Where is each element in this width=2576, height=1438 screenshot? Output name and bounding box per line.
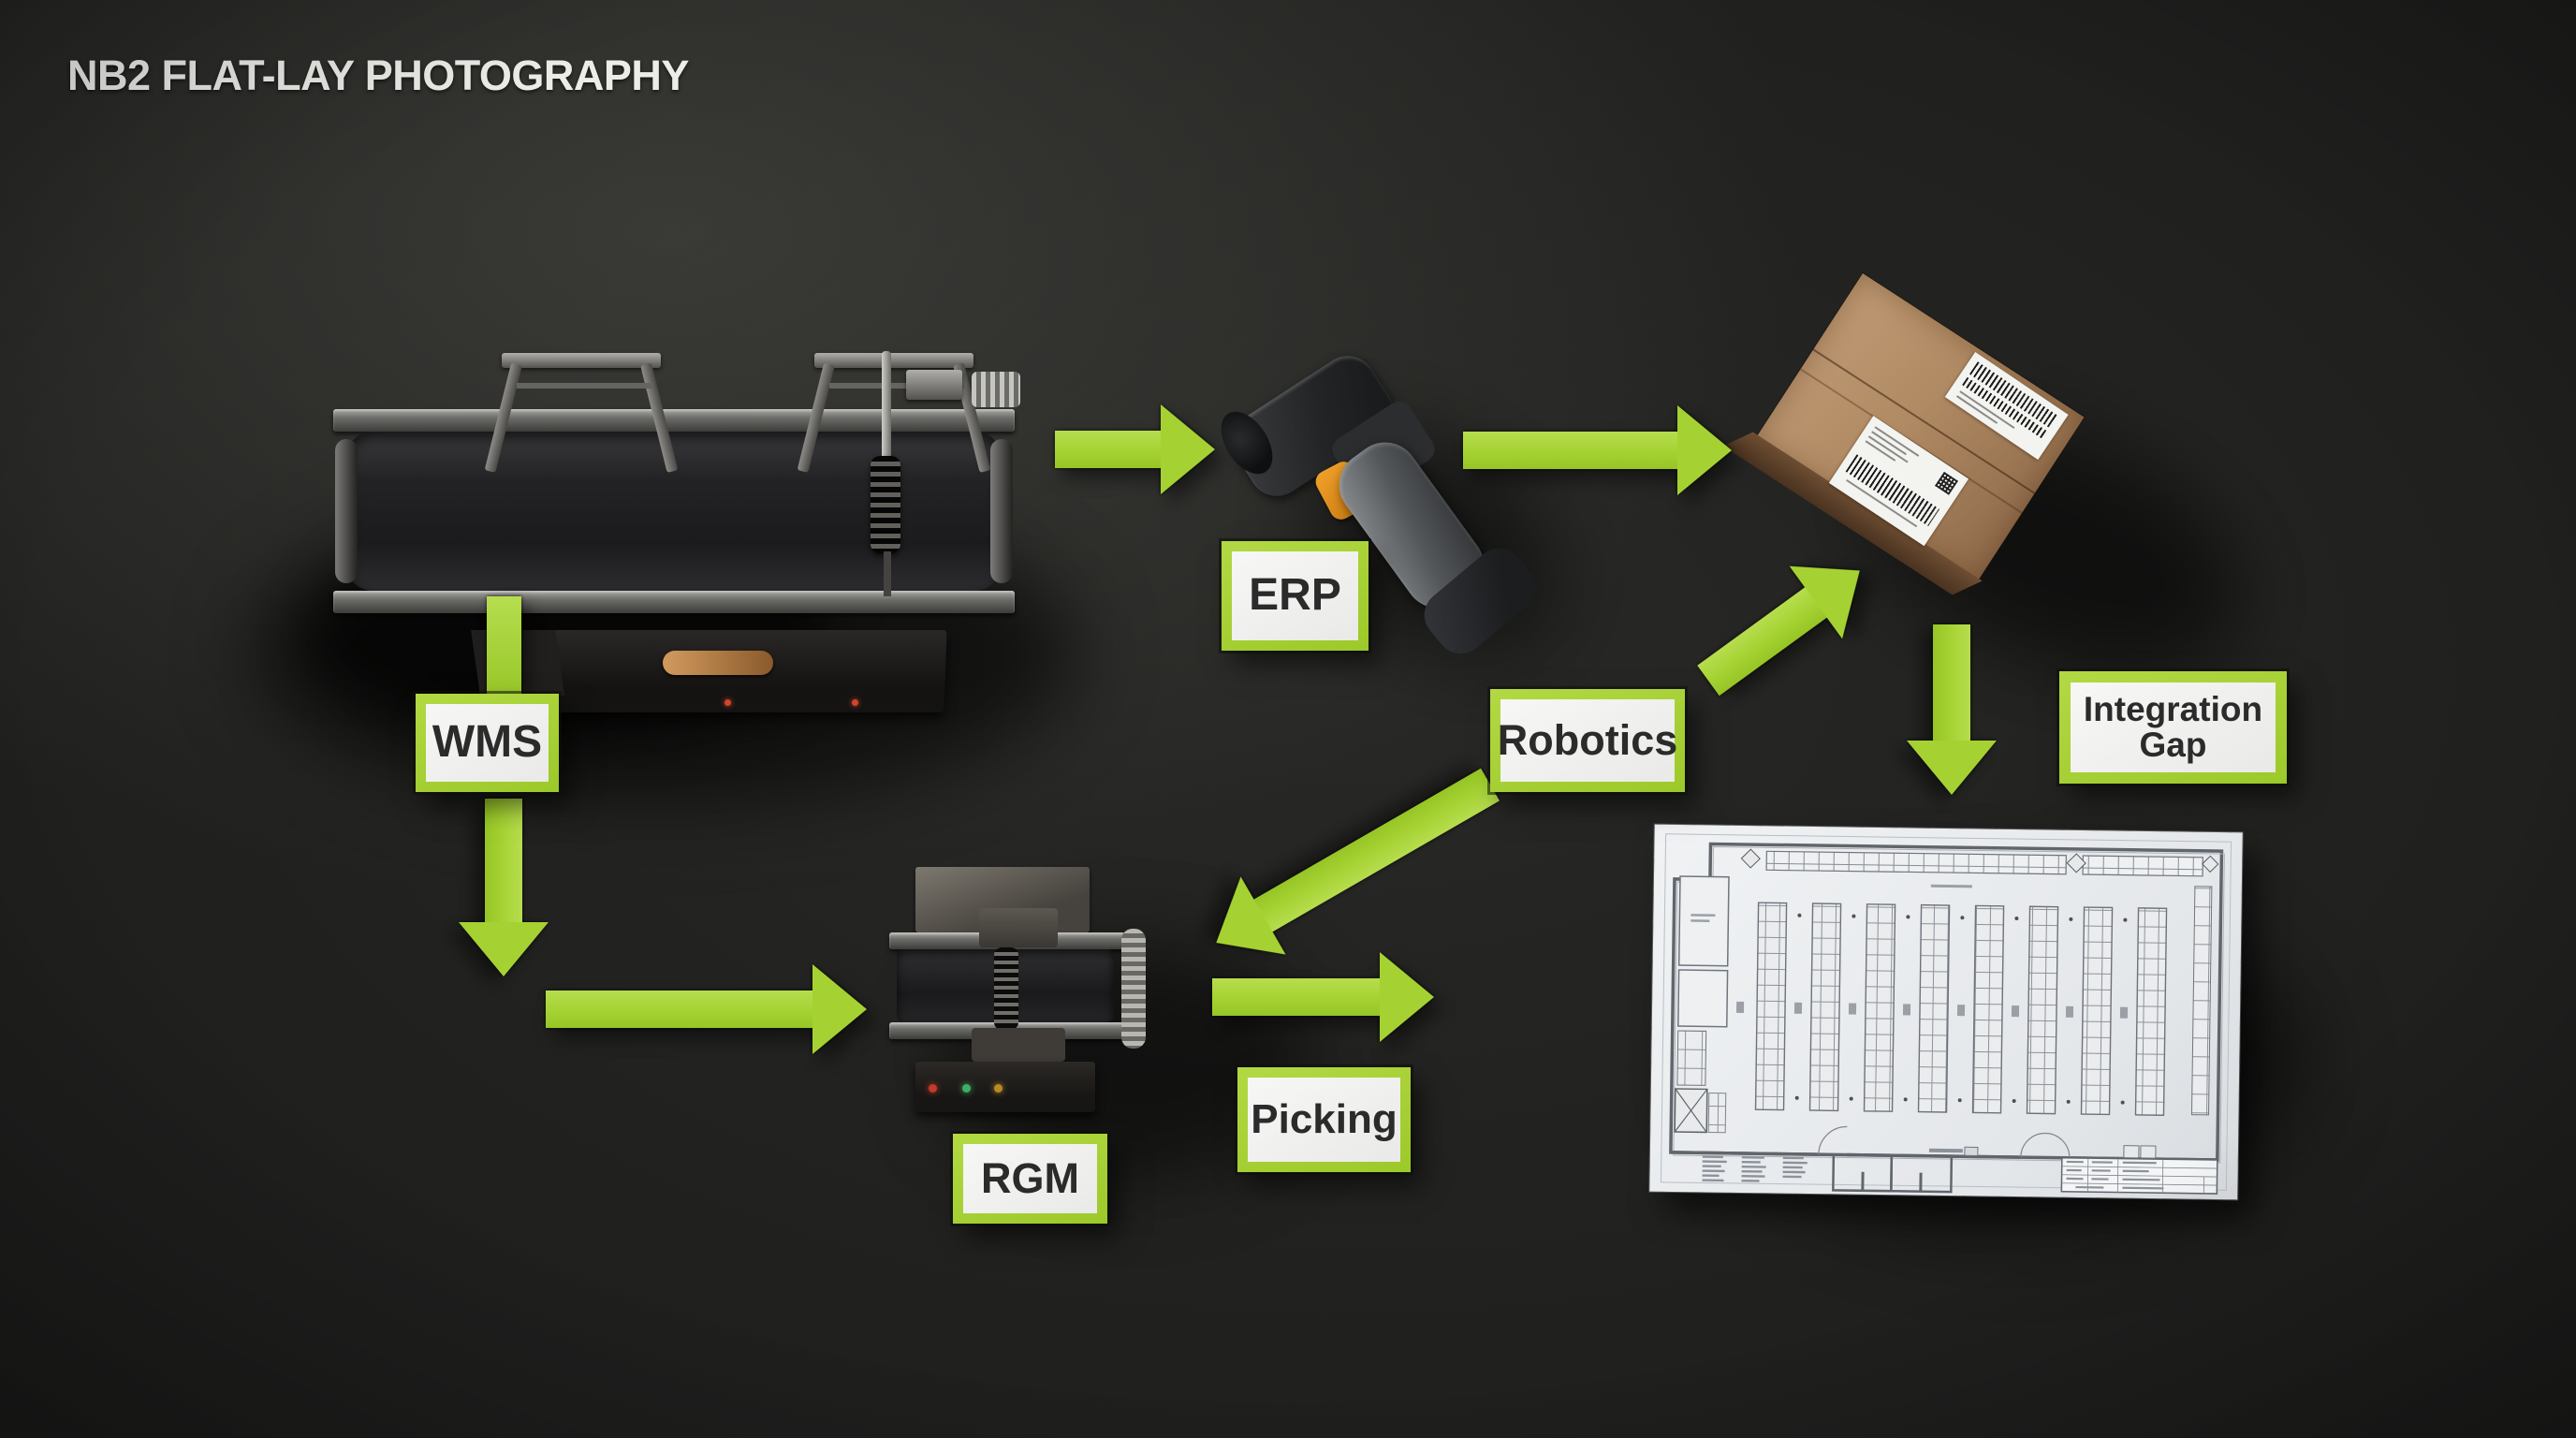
shipping-label-top (1944, 351, 2069, 461)
arrow-head (1161, 404, 1215, 494)
arrow-shaft (1933, 624, 1970, 741)
rgm-bottom-panel (915, 1062, 1095, 1112)
arrow-scanner-to-box (1463, 405, 1732, 495)
plan-tiny-label (1930, 884, 1972, 888)
damper-lower-rod (884, 551, 891, 596)
integration-gap-label-line1: Integration (2083, 690, 2263, 729)
arrow-head (812, 964, 867, 1054)
plan-bottom-label (1928, 1148, 1963, 1153)
arrow-rgm-to-floor-plan (1212, 952, 1434, 1042)
page-title: NB2 FLAT-LAY PHOTOGRAPHY (67, 51, 689, 99)
motor-cylinder (972, 372, 1020, 407)
arrow-shaft (1463, 432, 1677, 469)
label-qr-square (1935, 471, 1958, 495)
wms-label: WMS (432, 717, 543, 768)
label-card-wms: WMS (416, 694, 559, 792)
gantry-b-cross-bar (829, 383, 966, 389)
warehouse-floor-plan (1649, 824, 2243, 1200)
rgm-machine (889, 861, 1161, 1123)
arrow-head (459, 922, 549, 976)
arrow-head (1380, 952, 1434, 1042)
arrow-conveyor-to-wms-segment (487, 596, 521, 697)
arrow-wms-down (459, 799, 549, 976)
conveyor-top-rail (333, 409, 1015, 432)
arrow-robotics-to-rgm (1193, 745, 1513, 982)
belt-left-roller (335, 439, 358, 583)
arrow-wms-to-rgm (546, 964, 867, 1054)
floor-plan-drawing (1660, 833, 2232, 1195)
picking-label: Picking (1251, 1095, 1398, 1142)
rgm-clamp-bracket (979, 908, 1058, 947)
gantry-a-cross-bar (517, 383, 653, 389)
copper-roller (663, 651, 773, 675)
rgm-led-red (929, 1084, 937, 1093)
arrow-shaft (485, 799, 522, 922)
label-card-rgm: RGM (953, 1134, 1107, 1224)
gantry-b-top-bar (814, 353, 973, 368)
belt-right-roller (990, 439, 1013, 583)
conveyor-bottom-rail (333, 591, 1015, 613)
robotics-label: Robotics (1497, 716, 1678, 765)
arrow-head (1907, 741, 1997, 795)
label-card-erp: ERP (1222, 541, 1368, 651)
rgm-lower-bracket (972, 1028, 1065, 1062)
housing-led-1 (724, 699, 731, 706)
arrow-shaft (1253, 768, 1500, 932)
damper-rod (882, 351, 891, 465)
plan-legend-text (1702, 1155, 1808, 1182)
label-card-robotics: Robotics (1490, 689, 1685, 792)
arrow-conveyor-to-scanner (1055, 404, 1215, 494)
rgm-led-amber (994, 1084, 1003, 1093)
housing-led-2 (852, 699, 858, 706)
arrow-shaft (1055, 431, 1161, 468)
plan-title-block (2060, 1156, 2218, 1195)
label-text-line (1867, 435, 1909, 463)
arrow-shaft (546, 990, 812, 1028)
arrow-shaft (1212, 978, 1380, 1016)
rgm-spring (994, 947, 1018, 1030)
rgm-led-green (962, 1084, 971, 1093)
label-card-integration-gap: Integration Gap (2059, 671, 2287, 784)
box-top-face (1722, 273, 2085, 595)
damper-spring (871, 456, 900, 553)
rgm-label: RGM (981, 1154, 1079, 1203)
conveyor-machine (328, 351, 1020, 726)
gantry-a-top-bar (502, 353, 661, 368)
junction-block (906, 370, 962, 400)
arrow-head (1677, 405, 1732, 495)
erp-label: ERP (1249, 570, 1341, 621)
cardboard-box (1722, 260, 2111, 597)
rgm-side-roller (1121, 929, 1146, 1049)
integration-gap-label-line2: Gap (2139, 726, 2207, 764)
arrow-shaft (1697, 587, 1827, 697)
arrow-box-to-floor-plan (1907, 624, 1997, 795)
label-card-picking: Picking (1237, 1067, 1411, 1172)
